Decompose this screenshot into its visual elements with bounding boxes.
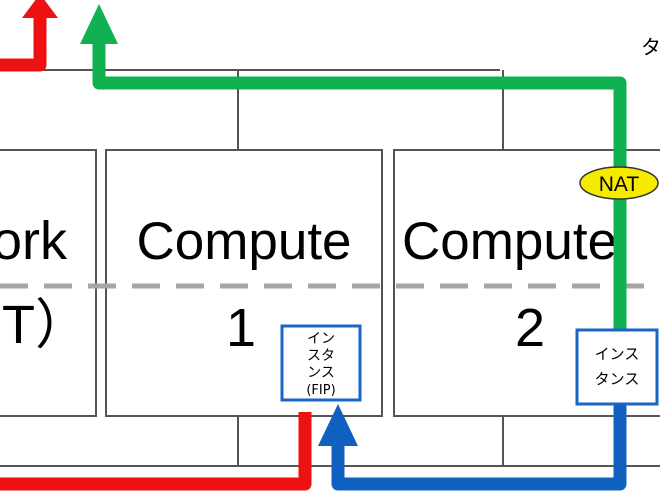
nat-badge-label: NAT bbox=[599, 173, 640, 196]
network-node-subtitle: T） bbox=[2, 295, 89, 355]
red-route bbox=[0, 0, 312, 491]
nat-instance-line2: タンス bbox=[595, 370, 640, 388]
blue-route bbox=[318, 400, 627, 491]
red-route-top-line bbox=[0, 18, 47, 72]
nat-instance: インス タンス bbox=[575, 328, 659, 406]
nat-badge: NAT bbox=[579, 166, 659, 200]
network-node-box bbox=[0, 149, 97, 417]
fip-instance-line3: ンス bbox=[307, 365, 335, 381]
green-route bbox=[80, 4, 627, 332]
nat-badge-ellipse bbox=[579, 166, 659, 200]
compute2-node-title: Compute bbox=[402, 212, 617, 271]
compute1-node-number: 1 bbox=[226, 298, 256, 358]
compute2-node-number: 2 bbox=[515, 298, 545, 358]
nat-instance-box bbox=[575, 328, 659, 406]
fip-instance-line2: スタ bbox=[307, 348, 335, 364]
red-route-line bbox=[0, 412, 312, 491]
blue-arrow-head bbox=[318, 404, 358, 446]
green-route-line bbox=[92, 42, 627, 332]
nat-instance-line1: インス bbox=[595, 345, 640, 363]
fip-instance-box bbox=[280, 324, 362, 402]
fip-instance: イン スタ ンス (FIP) bbox=[280, 324, 362, 402]
compute1-node-title: Compute bbox=[136, 212, 351, 271]
red-arrow-head bbox=[22, 0, 58, 18]
fip-instance-line1: イン bbox=[307, 331, 335, 347]
network-node-title: ork bbox=[0, 211, 68, 271]
green-arrow-head bbox=[80, 4, 118, 44]
corner-text: タ bbox=[641, 35, 660, 59]
blue-route-line bbox=[331, 400, 627, 491]
fip-instance-line4: (FIP) bbox=[306, 383, 335, 398]
